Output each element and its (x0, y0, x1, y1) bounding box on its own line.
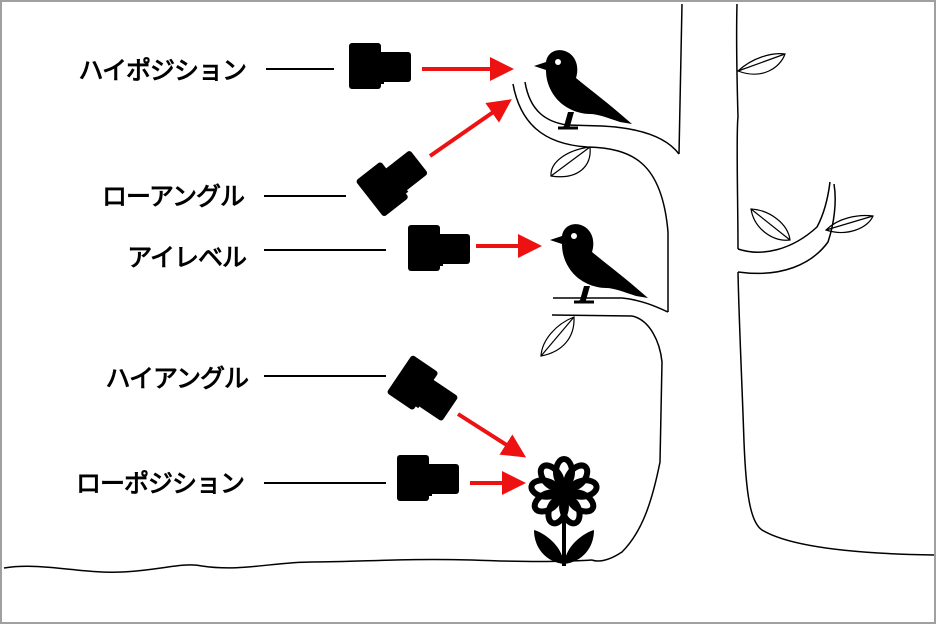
upper-branch-top (524, 81, 680, 155)
camera-high-position-icon (349, 43, 411, 89)
lower-bird-icon (548, 222, 650, 304)
lower-branch-bottom (551, 314, 633, 317)
right-branch-upper (737, 181, 831, 253)
camera-low-angle-icon (355, 142, 433, 218)
lower-branch-top (553, 297, 669, 313)
lower-trunk (591, 315, 663, 562)
tree-left-edge (678, 3, 683, 155)
leaf-lower-branch (540, 316, 575, 357)
arrow-low-angle (428, 99, 512, 158)
arrow-high-angle (456, 412, 527, 458)
upper-branch-bottom (512, 83, 669, 312)
leader-line-high-position (266, 68, 334, 70)
upper-bird-icon (532, 48, 634, 130)
label-high-angle: ハイアングル (105, 364, 249, 393)
camera-high-angle-icon (386, 354, 464, 428)
camera-eye-level-icon (408, 225, 470, 271)
leaves (540, 53, 874, 357)
label-eye-level: アイレベル (127, 243, 247, 272)
leader-line-eye-level (264, 249, 386, 251)
camera-low-position-icon (397, 455, 459, 501)
leaf-right-branch-left (750, 208, 791, 241)
label-low-position: ローポジション (75, 469, 245, 498)
leader-line-high-angle (264, 375, 386, 377)
tree-right-lower-edge (737, 271, 934, 556)
flower-icon (528, 456, 600, 566)
label-high-position: ハイポジション (78, 56, 247, 85)
label-low-angle: ローアングル (101, 182, 245, 211)
right-branch-lower (737, 183, 836, 275)
view-arrows (422, 57, 542, 495)
tree-right-edge (735, 3, 739, 250)
ground-line (3, 558, 593, 573)
leader-line-low-position (264, 482, 386, 484)
leaf-right-branch-right (824, 214, 874, 234)
leaf-upper-branch (550, 146, 591, 178)
leaf-upper-right (736, 53, 786, 75)
leader-line-low-angle (264, 195, 346, 197)
